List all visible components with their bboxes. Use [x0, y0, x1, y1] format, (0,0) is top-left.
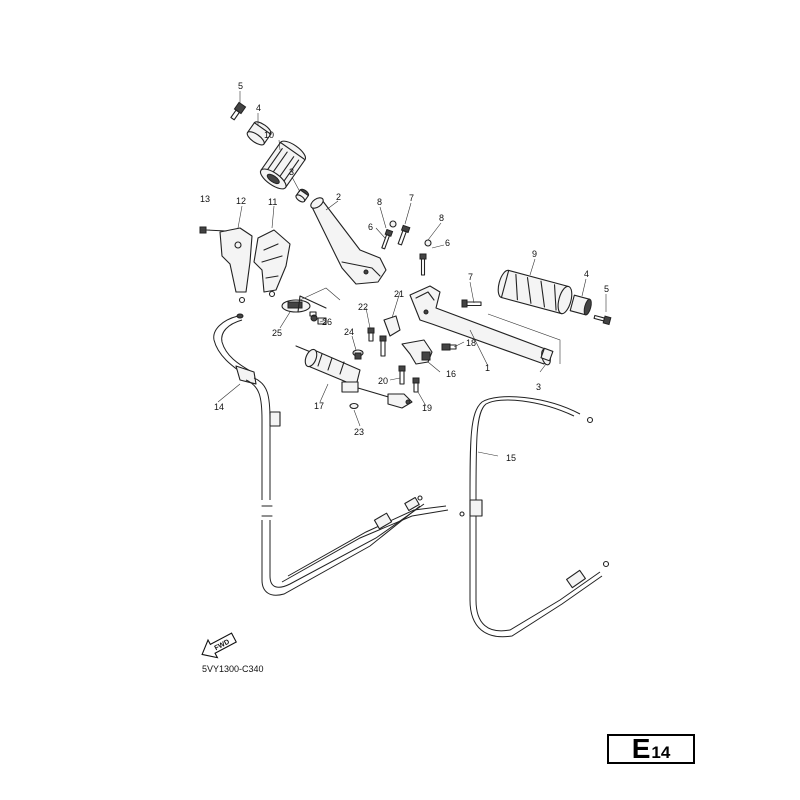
callout-17: 17: [314, 401, 324, 411]
callout-26: 26: [322, 317, 332, 327]
left-handlebar-2: [310, 197, 387, 285]
left-grip-assembly: [230, 101, 310, 203]
bolts-6-7-8-right: [419, 239, 482, 308]
throttle-cables-14: [213, 313, 465, 596]
bracket-21: [383, 315, 401, 337]
callout-19: 19: [422, 403, 432, 413]
callout-10: 10: [264, 130, 274, 140]
callout-5-left: 5: [238, 81, 243, 91]
right-handlebar-1: [409, 285, 554, 366]
callout-4-right: 4: [584, 269, 589, 279]
callout-13: 13: [200, 194, 210, 204]
callout-8-left: 8: [377, 197, 382, 207]
callout-23: 23: [354, 427, 364, 437]
bracket-16: [401, 339, 433, 365]
switch-housings-11-12: [199, 226, 291, 304]
callout-labels: 1 2 3 3 4 4 5 5 6 6 7 7 8 8 9 10 11 12 1…: [200, 81, 609, 463]
callout-3-left: 3: [289, 167, 294, 177]
end-weight-4-left: [246, 121, 272, 146]
callout-6-left: 6: [368, 222, 373, 232]
callout-25: 25: [272, 328, 282, 338]
bolt-5-left: [230, 101, 247, 121]
bolts-6-7-8-left: [381, 220, 411, 250]
callout-11: 11: [268, 197, 277, 207]
callout-14: 14: [214, 402, 224, 412]
grip-10: [259, 140, 307, 190]
callout-9: 9: [532, 249, 537, 259]
callout-3-right: 3: [536, 382, 541, 392]
screw-26: [309, 311, 327, 325]
steering-damper-17: [295, 315, 457, 410]
callout-20: 20: [378, 376, 388, 386]
bolt-18: [441, 343, 457, 351]
callout-5-right: 5: [604, 284, 609, 294]
callout-7-left: 7: [409, 193, 414, 203]
bolt-20: [379, 335, 406, 385]
throttle-parts-25-26: [281, 295, 327, 325]
end-weight-4-right: [569, 294, 592, 316]
page-code-box: E 14: [607, 734, 695, 764]
callout-2: 2: [336, 192, 341, 202]
callout-12: 12: [236, 196, 246, 206]
fwd-arrow: FWD: [201, 632, 237, 659]
callout-8-right: 8: [439, 213, 444, 223]
bolt-5-right: [593, 314, 612, 326]
bolt-19: [412, 377, 420, 393]
callout-6-right: 6: [445, 238, 450, 248]
callout-16: 16: [446, 369, 456, 379]
callout-18: 18: [466, 338, 476, 348]
right-grip-assembly: [497, 269, 612, 326]
page-code-number: 14: [651, 743, 671, 762]
page-code-letter: E: [631, 733, 651, 764]
clutch-cable-15: [469, 396, 610, 638]
callout-24: 24: [344, 327, 354, 337]
callout-15: 15: [506, 453, 516, 463]
grip-9: [497, 269, 573, 315]
washer-23: [349, 402, 359, 410]
collar-3-left: [295, 188, 310, 203]
drawing-code: 5VY1300-C340: [202, 664, 264, 674]
fwd-label: FWD: [214, 639, 231, 653]
callout-4-left: 4: [256, 103, 261, 113]
callout-1: 1: [485, 363, 490, 373]
callout-7-right: 7: [468, 272, 473, 282]
leader-lines: [200, 91, 607, 457]
callout-22: 22: [358, 302, 368, 312]
callout-21: 21: [394, 289, 404, 299]
bolt-22: [367, 327, 375, 342]
bolt-24: [352, 349, 364, 360]
